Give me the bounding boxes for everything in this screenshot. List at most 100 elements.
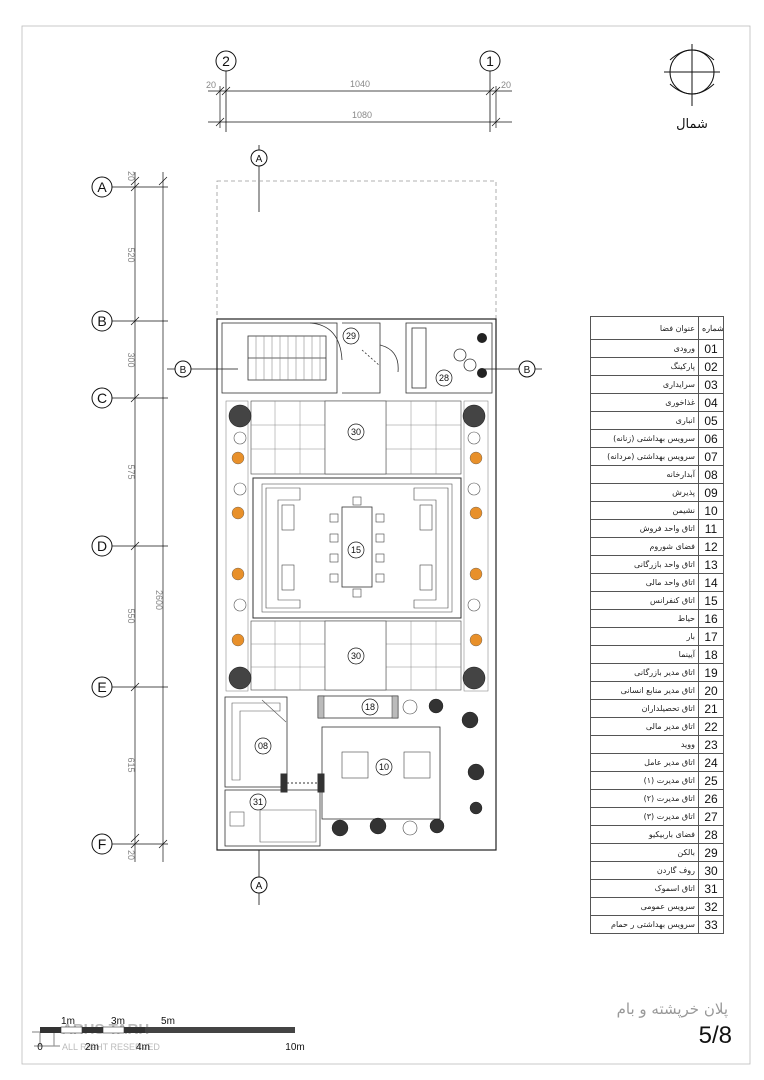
legend-row: سرویس بهداشتی (مردانه)07: [590, 447, 724, 466]
legend-room-name: اتاق مدیرت (۳): [590, 807, 699, 826]
svg-text:18: 18: [365, 702, 375, 712]
conference-room-15: [252, 477, 462, 619]
dim-left-total: 2600: [154, 590, 164, 610]
legend-room-name: سرویس بهداشتی ر حمام: [590, 915, 699, 934]
grid-row-D-label: D: [97, 538, 107, 554]
scale-bottom-2m: 2m: [85, 1042, 99, 1053]
dim-top-edge-right: 20: [501, 80, 511, 90]
armchairs: [341, 751, 431, 779]
legend-room-name: آبدارخانه: [590, 465, 699, 484]
legend-room-number: 06: [698, 429, 724, 448]
room-tag-08: 08: [254, 737, 272, 755]
pot-icon: [233, 431, 481, 612]
legend-room-number: 17: [698, 627, 724, 646]
legend-room-name: ورودی: [590, 339, 699, 358]
legend-room-number: 24: [698, 753, 724, 772]
room-tag-31: 31: [249, 793, 267, 811]
legend-room-number: 13: [698, 555, 724, 574]
smoke-chair: [229, 811, 245, 827]
bbq-area-28: [405, 322, 493, 394]
legend-room-number: 16: [698, 609, 724, 628]
scale-bottom-10m: 10m: [285, 1042, 304, 1053]
section-marker-a-bottom: A: [250, 850, 268, 905]
grid-column-2-label: 2: [222, 53, 230, 69]
legend-room-number: 31: [698, 879, 724, 898]
legend-row: اتاق مدیرت (۱)25: [590, 771, 724, 790]
legend-room-number: 21: [698, 699, 724, 718]
planter-strip-west: [225, 400, 249, 692]
plant-icon: [477, 333, 487, 378]
dim-top-edge-left: 20: [206, 80, 216, 90]
room-tag-29: 29: [342, 327, 360, 345]
sink-icon: [402, 699, 418, 715]
flower-icon: [231, 451, 483, 647]
scale-bar: [40, 1026, 295, 1034]
svg-text:31: 31: [253, 797, 263, 807]
legend-room-number: 05: [698, 411, 724, 430]
legend-room-number: 33: [698, 915, 724, 934]
bar-post-right: [391, 695, 399, 719]
legend-room-name: فضای شوروم: [590, 537, 699, 556]
legend-room-name: انباری: [590, 411, 699, 430]
grid-column-2: 2: [215, 50, 237, 132]
legend-room-number: 27: [698, 807, 724, 826]
legend-room-number: 25: [698, 771, 724, 790]
door-icon: [280, 773, 325, 793]
legend-room-name: اتاق واحد بازرگانی: [590, 555, 699, 574]
dim-left-2: 300: [126, 352, 136, 367]
legend-room-number: 03: [698, 375, 724, 394]
shrub-icon: [331, 698, 485, 837]
legend-room-number: 08: [698, 465, 724, 484]
legend-room-name: غذاخوری: [590, 393, 699, 412]
grid-column-1-label: 1: [486, 53, 494, 69]
legend-room-number: 29: [698, 843, 724, 862]
pot-south: [402, 820, 418, 836]
grid-row-E: E: [91, 676, 168, 698]
dim-top-inner: 1040: [350, 79, 370, 89]
sheet-number: 5/8: [698, 1022, 732, 1049]
legend-room-name: بار: [590, 627, 699, 646]
left-dimension-lines: [130, 172, 168, 862]
legend-room-name: روف گاردن: [590, 861, 699, 880]
legend-room-number: 15: [698, 591, 724, 610]
legend-room-name: بالکن: [590, 843, 699, 862]
grid-row-C-label: C: [97, 390, 107, 406]
section-a-top-label: A: [256, 154, 263, 165]
dim-top-total: 1080: [352, 110, 372, 120]
legend-room-name: اتاق مدیرت (۲): [590, 789, 699, 808]
grid-row-E-label: E: [97, 679, 106, 695]
legend-room-name: سرویس بهداشتی (زنانه): [590, 429, 699, 448]
room-tag-10: 10: [375, 758, 393, 776]
conference-inner: [261, 483, 453, 613]
grid-row-A-label: A: [97, 179, 107, 195]
legend-room-name: سرویس عمومی: [590, 897, 699, 916]
legend-room-number: 14: [698, 573, 724, 592]
grid-row-F: F: [91, 833, 168, 855]
legend-room-name: اتاق کنفرانس: [590, 591, 699, 610]
section-a-bottom-label: A: [256, 881, 263, 892]
sheet-border: [21, 25, 751, 1065]
legend-room-number: 19: [698, 663, 724, 682]
legend-room-name: اتاق مدیر منابع انسانی: [590, 681, 699, 700]
tree-icon: [228, 404, 486, 690]
legend-room-name: اتاق مدیرت (۱): [590, 771, 699, 790]
scale-bottom-4m: 4m: [136, 1042, 150, 1053]
section-marker-a-top: A: [250, 145, 268, 212]
legend-room-number: 26: [698, 789, 724, 808]
